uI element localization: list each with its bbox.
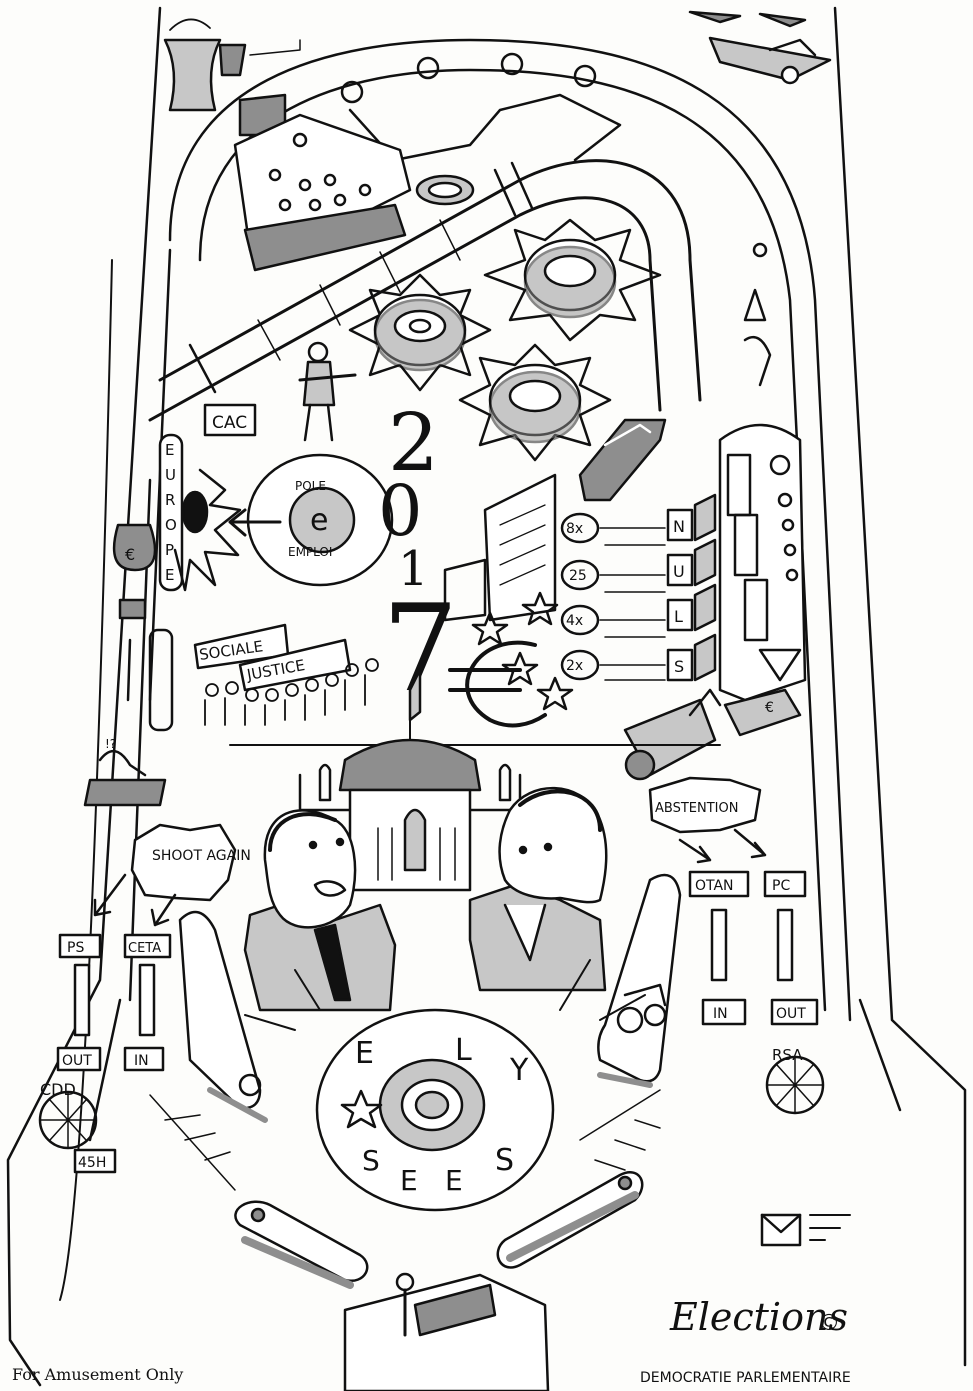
pop-bumper-3 [458,343,612,462]
letter-l: L [455,1033,472,1068]
letter-e: E [445,1164,463,1197]
factory-icon [163,18,301,137]
democratie-caption: DEMOCRATIE PARLEMENTAIRE [640,1370,851,1386]
right-flipper [496,1171,644,1269]
copyright-mark: © [818,1311,840,1336]
lane-label-out: OUT [776,1006,806,1022]
elysee-palace [229,689,721,892]
europe-letter: E [165,566,174,584]
tricolore-flag-icon [408,668,422,722]
scooter-icon [616,983,667,1034]
lane-label-otan: OTAN [695,878,734,894]
digit-0: 0 [378,470,423,552]
pop-bumper-2 [483,218,662,342]
left-diverter: !? [83,598,174,807]
lane-label-pc: PC [772,878,790,894]
lane-label-in: IN [134,1053,149,1069]
left-slingshot [178,910,268,1123]
jet-fighter-icon [688,10,832,85]
tower-buildings [443,473,557,622]
letter-e: E [355,1036,374,1071]
rsa-label: RSA [772,1046,803,1064]
europe-letter: U [165,466,176,484]
pop-bumper-cdd: CDD 45H [38,1080,117,1174]
cash-symbol: € [765,700,774,716]
pop-bumper-rsa: RSA [765,1046,825,1115]
cac-sign: CAC [203,403,257,437]
year-2017: 2 0 1 7 [378,396,458,719]
shoot-again-badge: SHOOT AGAIN [93,823,251,927]
envelope-icon [760,1213,851,1247]
elections-signature: Elections [669,1295,848,1339]
drop-target-u: U [673,562,685,581]
pole-emploi-spinner: e POLE EMPLOI [228,453,394,587]
lane-label-ceta: CETA [128,941,161,956]
letter-s: S [495,1143,514,1178]
lane-label-out: OUT [62,1053,92,1069]
drop-target-s: S [674,657,684,676]
multiplier-2x: 2x [566,658,583,674]
money-bag-symbol: € [125,545,135,564]
inlane-stairs [149,1089,661,1191]
right-side-panel [718,423,807,702]
soldier-icon [298,341,357,442]
europe-letter: O [165,516,177,534]
bonus-multipliers: 8x 25 4x 2x [560,512,666,681]
elysees-target: E L Y S E E S [244,959,646,1212]
shoot-again-label: SHOOT AGAIN [152,848,251,864]
lane-label-ps: PS [67,940,84,956]
right-slingshot [597,873,682,1088]
assembly-panel [233,113,412,272]
right-lane-otan: OTAN IN [688,870,750,1026]
45h-label: 45H [78,1155,106,1171]
explosion-burst [173,468,242,592]
cdd-label: CDD [40,1080,76,1099]
for-amusement-caption: For Amusement Only [12,1365,183,1384]
left-lane-ps: PS OUT [56,933,102,1072]
drop-target-n: N [673,517,685,536]
cash-stack: € [723,688,802,737]
sad-figure-caption: !? [105,737,116,751]
drop-target-l: L [674,607,683,626]
emploi-e-logo: e [310,503,328,538]
saucer-hole [415,174,475,206]
pole-label: POLE [295,479,326,493]
multiplier-4x: 4x [566,613,583,629]
candidate-le-pen [468,786,608,992]
abstention-label: ABSTENTION [655,801,738,816]
nuls-drop-targets: N U L S [666,493,717,682]
protest-crowd: SOCIALE JUSTICE [193,623,379,726]
letter-e: E [400,1164,418,1197]
star-icon [448,591,574,728]
digit-1: 1 [398,541,429,597]
euro-icon: € [112,523,157,572]
right-lane-pc: PC OUT [763,870,819,1026]
lane-label-in: IN [713,1006,728,1022]
emploi-label: EMPLOI [288,545,332,559]
ballot-box-icon [343,1272,550,1391]
multiplier-25: 25 [569,568,587,584]
oil-derrick-icon [743,242,772,387]
europe-letter: R [165,491,175,509]
letter-s: S [362,1144,380,1177]
candidate-macron [243,809,397,1012]
pop-bumper-1 [348,273,492,392]
europe-letter: P [165,541,174,559]
left-lane-ceta: CETA IN [123,933,172,1072]
left-flipper [234,1200,369,1289]
wire-ramp [148,159,702,422]
limousine-icon [578,418,667,502]
letter-y: Y [509,1053,529,1088]
multiplier-8x: 8x [566,521,583,537]
europe-letter: E [165,441,174,459]
camera-icon [623,688,722,781]
cac-label: CAC [212,413,247,433]
digit-2: 2 [388,396,439,489]
abstention-badge: ABSTENTION [648,776,767,864]
